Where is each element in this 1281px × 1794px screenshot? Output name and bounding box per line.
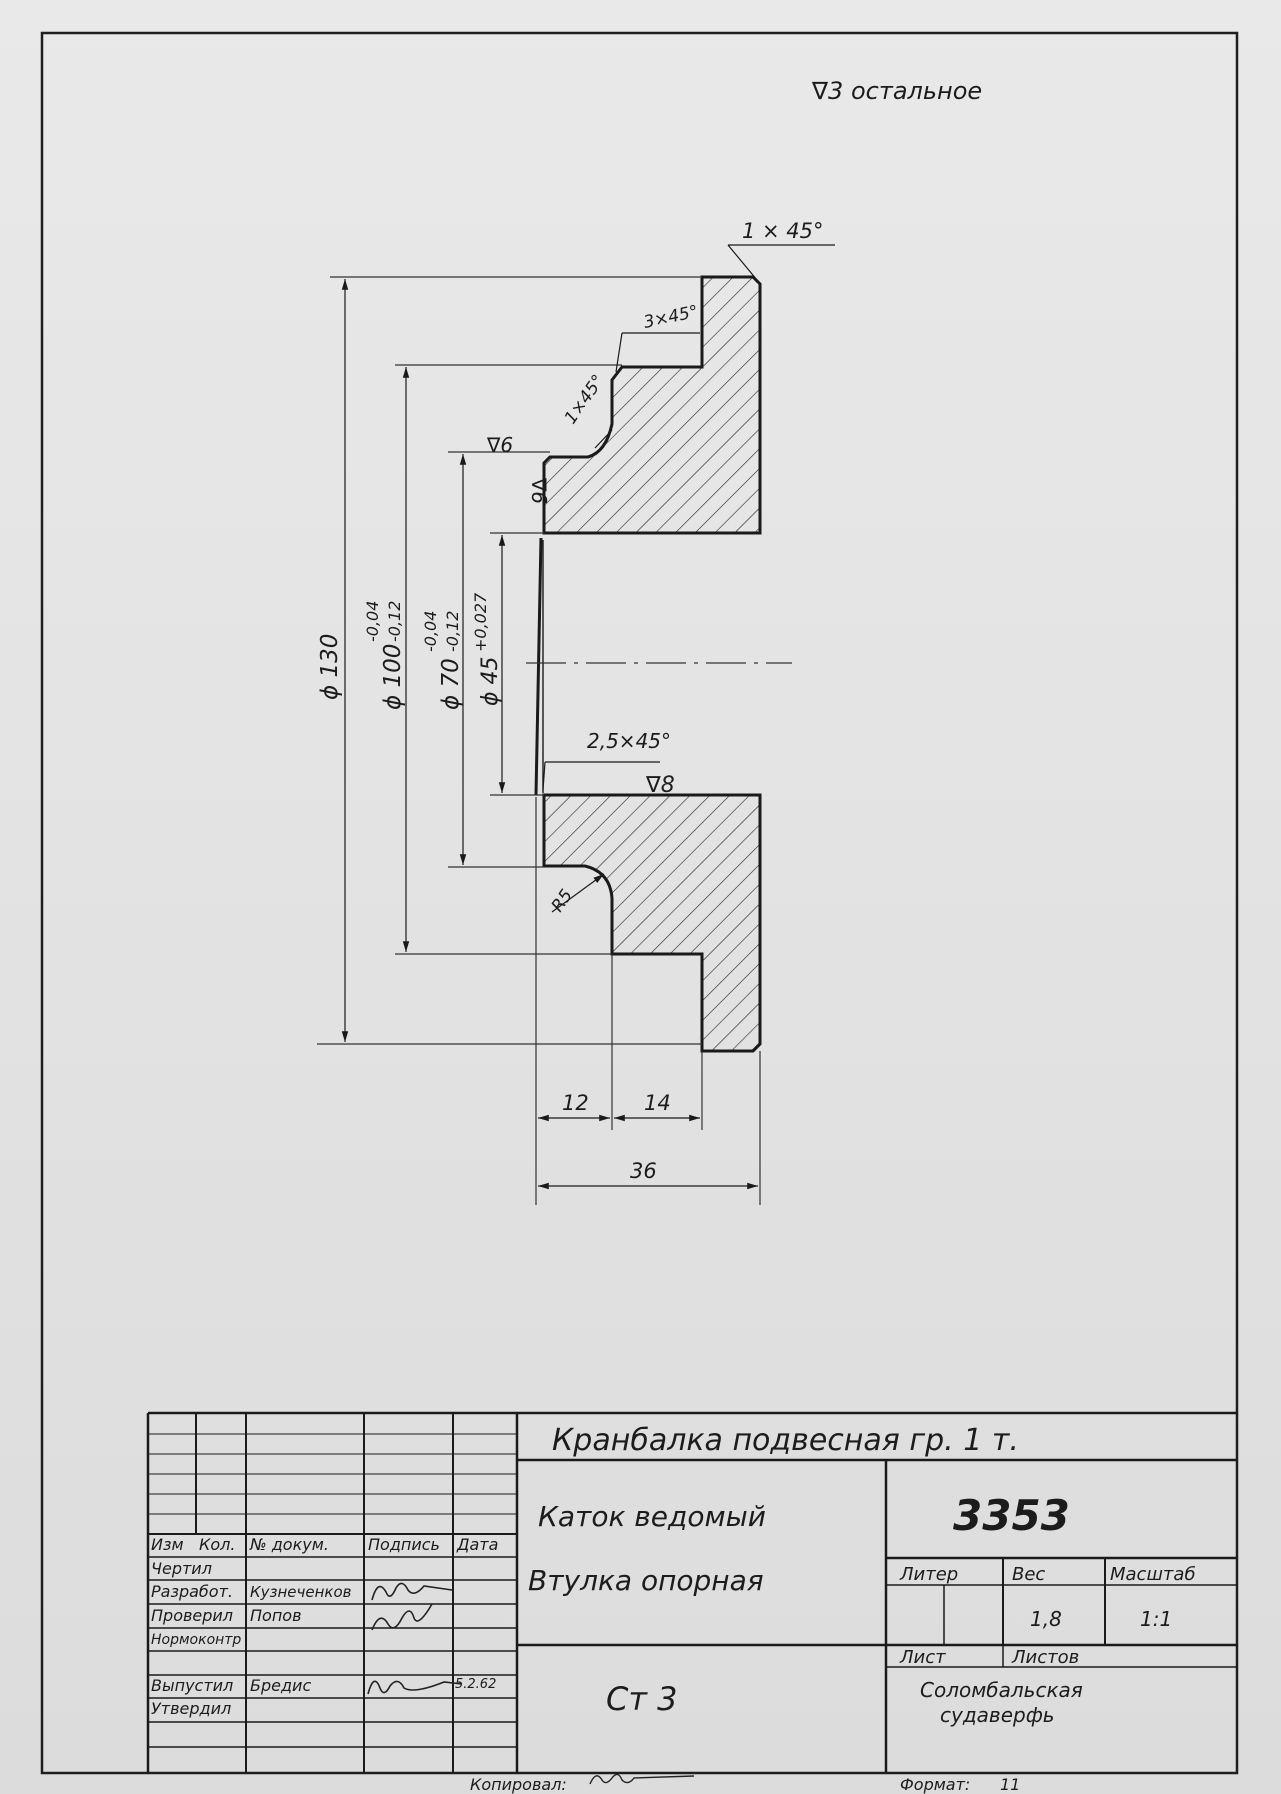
section-lower bbox=[542, 793, 762, 1053]
weight-value: 1,8 bbox=[1030, 1607, 1062, 1631]
name-proveril: Попов bbox=[250, 1606, 302, 1625]
part-name-1: Каток ведомый bbox=[538, 1500, 766, 1533]
header-kol: Кол. bbox=[199, 1535, 235, 1554]
signature-vypustil bbox=[367, 1680, 463, 1695]
dim-14-label: 14 bbox=[644, 1091, 671, 1115]
bore-line bbox=[534, 537, 543, 796]
leader-r5 bbox=[551, 873, 605, 913]
material-label: Ст 3 bbox=[606, 1680, 678, 1718]
role-chertil: Чертил bbox=[151, 1559, 212, 1578]
dim-12-label: 12 bbox=[562, 1091, 589, 1115]
leader-25x45 bbox=[542, 761, 546, 791]
roughness-8-label: ∇8 bbox=[645, 773, 675, 798]
dia-70-tol-lower: -0,12 bbox=[443, 611, 462, 652]
organization-line-2: судаверфь bbox=[940, 1703, 1055, 1727]
header-doc: № докум. bbox=[249, 1535, 329, 1554]
dim-36-label: 36 bbox=[630, 1159, 657, 1183]
leader-1x45 bbox=[594, 429, 613, 449]
copied-label: Копировал: bbox=[470, 1775, 567, 1794]
chamfer-25-label: 2,5×45° bbox=[587, 729, 671, 753]
name-razrabot: Кузнеченков bbox=[250, 1583, 352, 1601]
scale-value: 1:1 bbox=[1140, 1607, 1172, 1631]
weight-label: Вес bbox=[1012, 1564, 1045, 1585]
name-vypustil: Бредис bbox=[250, 1676, 311, 1695]
scale-label: Масштаб bbox=[1110, 1564, 1196, 1585]
dia-100-tol-upper: -0,04 bbox=[363, 601, 382, 642]
role-proveril: Проверил bbox=[151, 1606, 233, 1625]
roughness-6a-label: ∇6 bbox=[486, 433, 513, 457]
signature-copied bbox=[589, 1773, 695, 1785]
liter-label: Литер bbox=[899, 1564, 958, 1585]
frame-border bbox=[40, 31, 1239, 1775]
role-utverdil: Утвердил bbox=[151, 1699, 231, 1718]
format-value: 11 bbox=[1000, 1775, 1020, 1794]
signature-razrabot bbox=[371, 1582, 453, 1601]
dia-70-label: ϕ 70 bbox=[438, 658, 464, 710]
sheet-label: Лист bbox=[899, 1647, 946, 1668]
title-block bbox=[146, 1411, 1237, 1773]
role-razrabot: Разработ. bbox=[151, 1582, 233, 1601]
header-date: Дата bbox=[456, 1535, 498, 1554]
chamfer-top-label: 1 × 45° bbox=[742, 219, 824, 243]
assembly-title: Кранбалка подвесная гр. 1 т. bbox=[552, 1423, 1019, 1458]
dia-45-label: ϕ 45 bbox=[478, 657, 503, 707]
dia-45-tol: +0,027 bbox=[471, 592, 490, 652]
dia-100-tol-lower: -0,12 bbox=[385, 601, 404, 642]
format-label: Формат: bbox=[900, 1775, 970, 1794]
dia-100-label: ϕ 100 bbox=[380, 644, 406, 710]
roughness-note: ∇3 остальное bbox=[811, 77, 982, 105]
leader-3x45 bbox=[615, 332, 623, 373]
document-number: 3353 bbox=[953, 1491, 1070, 1540]
sheets-label: Листов bbox=[1011, 1647, 1079, 1668]
chamfer-1-label: 1×45° bbox=[561, 371, 609, 428]
role-normokontr: Нормоконтр bbox=[151, 1632, 241, 1648]
part-name-2: Втулка опорная bbox=[528, 1564, 764, 1597]
roughness-6b-label: ∇6 bbox=[527, 477, 551, 504]
header-izm: Изм bbox=[151, 1535, 184, 1554]
role-vypustil: Выпустил bbox=[151, 1676, 233, 1695]
signature-proveril bbox=[371, 1603, 433, 1631]
dia-130-label: ϕ 130 bbox=[317, 634, 343, 700]
header-sign: Подпись bbox=[368, 1535, 440, 1554]
date-vypustil: 5.2.62 bbox=[455, 1677, 496, 1692]
organization-line-1: Соломбальская bbox=[920, 1678, 1083, 1702]
dia-70-tol-upper: -0,04 bbox=[421, 611, 440, 652]
leader-top bbox=[727, 244, 758, 281]
section-upper bbox=[542, 275, 762, 535]
chamfer-3-label: 3×45° bbox=[642, 302, 700, 333]
